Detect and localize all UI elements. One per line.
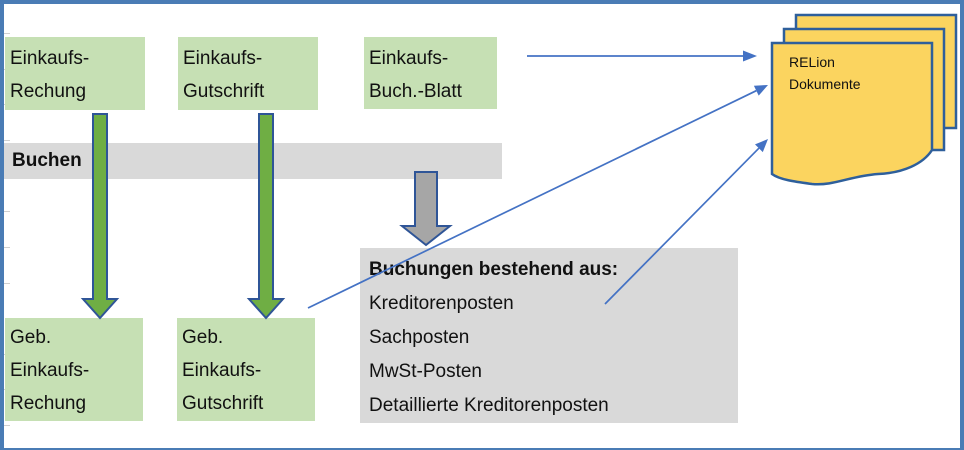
posting-entries-item: MwSt-Posten (369, 361, 482, 382)
posted-box-label-line: Geb. (10, 327, 52, 348)
posted-box-purchase-invoice: Geb. Einkaufs- Rechung (5, 318, 143, 421)
source-box-purchase-invoice: Einkaufs- Rechung (5, 37, 145, 110)
gridline-stub (3, 425, 10, 426)
connector-posted-credit-memo-to-documents (307, 85, 768, 309)
gridline-stub (3, 247, 10, 248)
connector-journal-to-documents (527, 50, 757, 62)
source-box-purchase-credit-memo: Einkaufs- Gutschrift (178, 37, 318, 110)
gridline-stub (3, 211, 10, 212)
gridline-stub (3, 140, 10, 141)
arrowhead-icon (753, 85, 768, 96)
relion-documents-label-line: Dokumente (789, 76, 861, 92)
journal-down-arrow (399, 171, 453, 247)
source-box-label-line: Einkaufs- (369, 48, 449, 69)
posted-box-purchase-credit-memo: Geb. Einkaufs- Gutschrift (177, 318, 315, 421)
source-box-label-line: Rechung (10, 81, 87, 102)
gridline-stub (3, 283, 10, 284)
posting-band-label: Buchen (12, 150, 82, 171)
source-box-label-line: Einkaufs- (183, 48, 263, 69)
posted-box-label-line: Gutschrift (182, 393, 264, 414)
posted-box-label-line: Geb. (182, 327, 224, 348)
posting-entries-title: Buchungen bestehend aus: (369, 259, 619, 280)
source-box-label-line: Buch.-Blatt (369, 81, 462, 102)
posting-entries-item: Detaillierte Kreditorenposten (369, 395, 609, 416)
posting-entries-item: Kreditorenposten (369, 293, 514, 314)
arrowhead-icon (743, 50, 757, 62)
posted-box-label-line: Einkaufs- (10, 360, 90, 381)
document-page-front (770, 41, 934, 186)
source-box-purchase-journal: Einkaufs- Buch.-Blatt (364, 37, 497, 109)
posted-box-label-line: Rechung (10, 393, 87, 414)
post-down-arrow-invoice (80, 113, 120, 320)
relion-documents-label: RELion Dokumente (789, 51, 919, 95)
source-box-label-line: Einkaufs- (10, 48, 90, 69)
posting-entries-box: Buchungen bestehend aus: Kreditorenposte… (360, 248, 738, 423)
relion-documents-label-line: RELion (789, 54, 835, 70)
posting-entries-item: Sachposten (369, 327, 470, 348)
post-down-arrow-credit-memo (246, 113, 286, 320)
relion-documents-stack (770, 13, 958, 186)
arrowhead-icon (755, 139, 768, 153)
posted-box-label-line: Einkaufs- (182, 360, 262, 381)
source-box-label-line: Gutschrift (183, 81, 265, 102)
connector-entries-to-documents (604, 139, 768, 305)
gridline-stub (3, 33, 10, 34)
